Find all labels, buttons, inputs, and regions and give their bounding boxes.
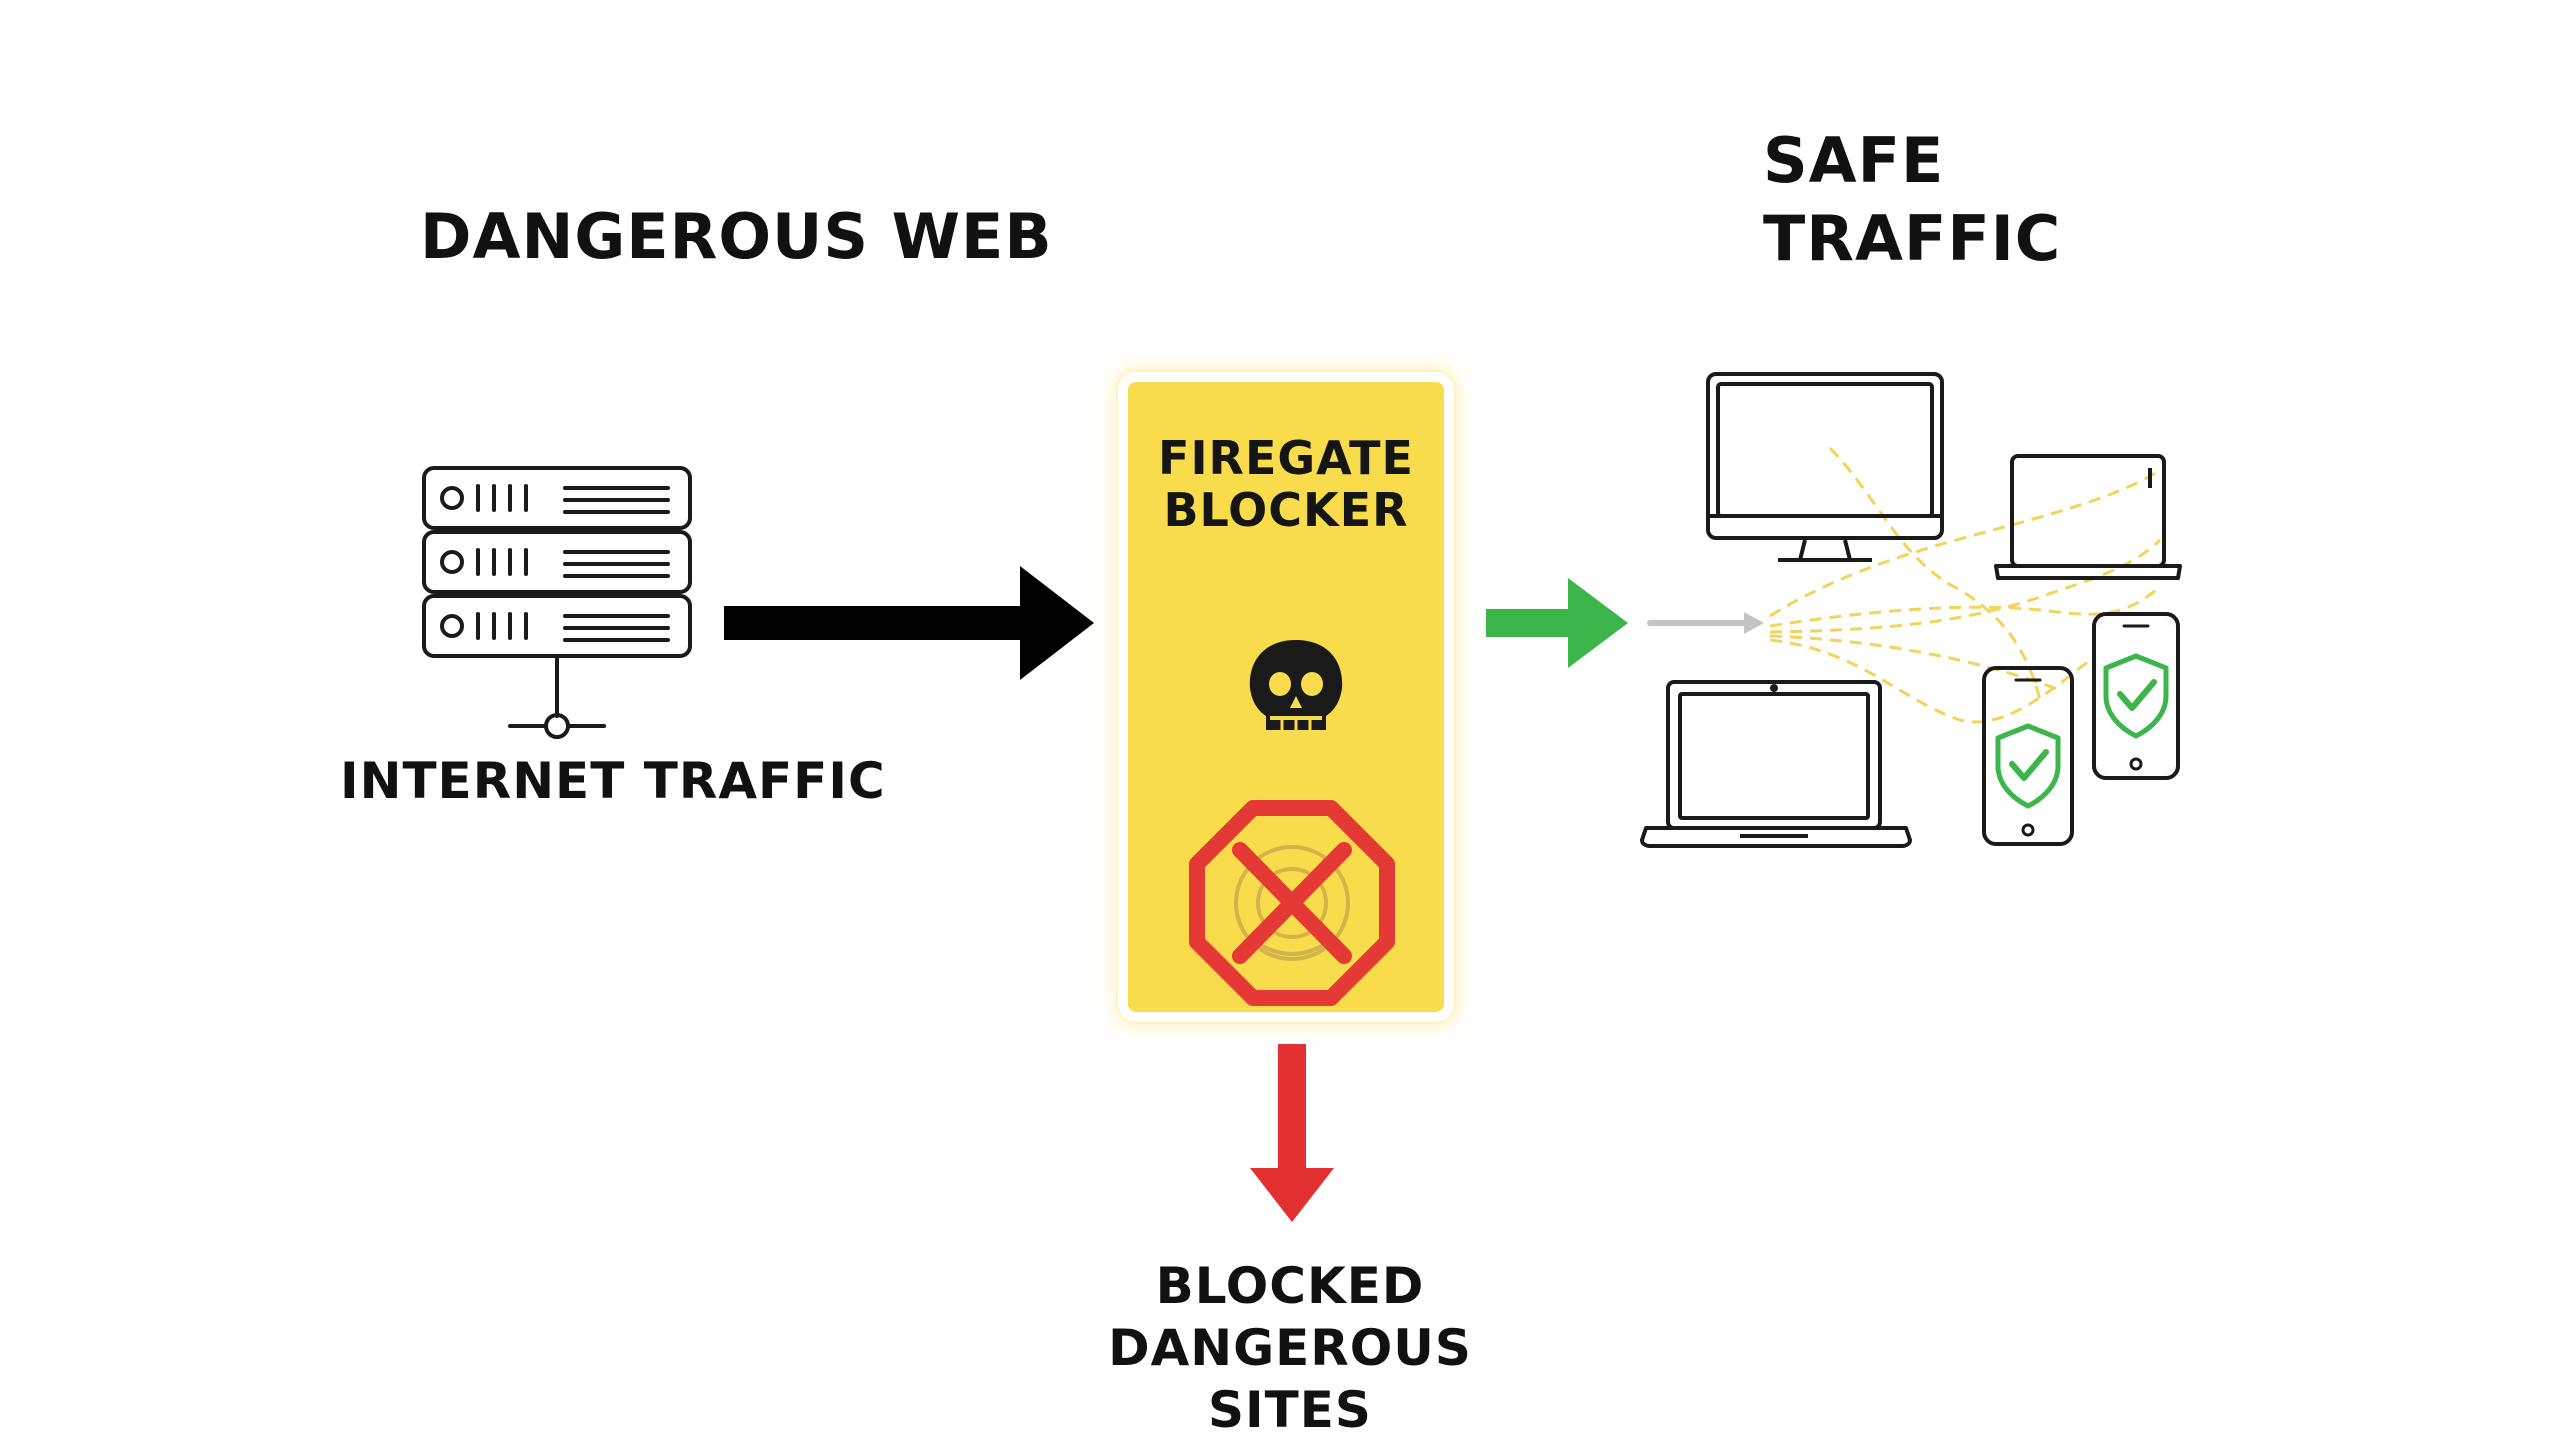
safe-traffic-title-line1: SAFE [1763, 124, 1945, 197]
safe-traffic-arrow [1486, 578, 1628, 668]
stop-sign-block-icon [1189, 800, 1395, 1006]
dangerous-web-title: DANGEROUS WEB [420, 200, 1053, 273]
blocked-sites-line1: BLOCKED [1155, 1257, 1425, 1315]
safe-traffic-title-line2: TRAFFIC [1763, 202, 2062, 275]
skull-icon [1249, 640, 1343, 730]
desktop-monitor-icon [1706, 372, 1944, 562]
blocked-sites-line2: DANGEROUS [1108, 1319, 1472, 1377]
phone-shield-check-icon-1 [1982, 666, 2074, 846]
firegate-blocker-title-line2: BLOCKER [1163, 483, 1409, 537]
internet-traffic-label: INTERNET TRAFFIC [340, 752, 886, 810]
firegate-blocker-title: FIREGATE BLOCKER [1128, 432, 1444, 536]
laptop-icon-left [1640, 680, 1912, 848]
blocked-sites-line3: SITES [1208, 1381, 1372, 1439]
blocked-traffic-arrow [1250, 1044, 1334, 1222]
phone-shield-check-icon-2 [2092, 612, 2180, 780]
gray-flow-arrow [1647, 612, 1764, 634]
safe-traffic-title: SAFE TRAFFIC [1763, 122, 2061, 278]
inbound-traffic-arrow [724, 566, 1094, 680]
firegate-blocker-title-line1: FIREGATE [1158, 431, 1414, 485]
blocked-sites-label: BLOCKED DANGEROUS SITES [1090, 1255, 1490, 1441]
laptop-icon-right [1994, 454, 2182, 580]
server-rack-icon [422, 466, 692, 739]
